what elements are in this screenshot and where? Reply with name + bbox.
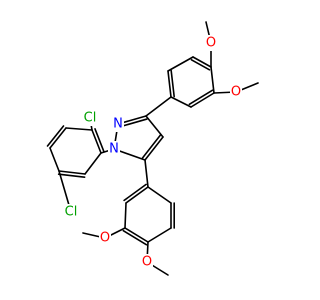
bond-B3-B4 (190, 58, 211, 71)
bond-D2-D3 (124, 202, 127, 229)
atom-label-background (112, 116, 124, 132)
bond-A2-A3 (65, 127, 93, 131)
bond-A3-A4 (49, 127, 67, 149)
atom-label-background (61, 204, 81, 220)
bond-C3-C4 (145, 115, 164, 138)
bond-C5-D1 (144, 159, 149, 188)
atom-label-background (230, 84, 242, 100)
atom-label-n1: N (109, 142, 119, 157)
bond-A4-A5 (49, 147, 60, 172)
atom-label-o2: O (231, 85, 241, 100)
atom-label-n2: N (113, 117, 123, 132)
bond-C3-B1 (145, 96, 172, 117)
atom-label-background (205, 35, 217, 51)
bond-A3-A4 (46, 125, 65, 147)
bond-A5-A6 (58, 170, 86, 175)
bond-D3-D4 (124, 227, 149, 243)
atom-label-cl1: Cl (84, 111, 97, 126)
atom-label-background (108, 141, 120, 157)
bond-A6-A1 (84, 152, 102, 175)
bond-A5-A6 (57, 173, 86, 178)
atom-label-background (141, 254, 153, 270)
bond-B3-B4 (192, 56, 212, 68)
atom-label-cl2: Cl (65, 205, 78, 220)
bond-layer (46, 21, 259, 276)
bond-B2-B3 (167, 56, 194, 72)
bond-C4-C5 (144, 136, 164, 161)
bond-D3-D4 (122, 229, 148, 246)
atom-label-o3: O (100, 231, 110, 246)
bond-D4-D5 (147, 227, 172, 243)
bond-B5-B6 (190, 92, 215, 108)
bond-D1-D2 (125, 186, 149, 204)
bond-D6-D1 (147, 186, 172, 204)
bond-C4-C5 (141, 134, 162, 159)
bond-B5-B6 (188, 89, 214, 106)
bond-A1-A2 (91, 129, 102, 154)
bond-D1-D2 (123, 183, 147, 202)
atom-label-o4: O (142, 255, 152, 270)
bond-B6-B1 (170, 96, 192, 108)
bond-B1-B2 (170, 69, 175, 98)
bond-A1-A2 (94, 128, 105, 153)
atom-label-background (80, 110, 100, 126)
atom-label-o1: O (206, 36, 216, 51)
bond-B4-B5 (210, 66, 215, 94)
atom-label-background (99, 230, 111, 246)
bond-B1-B2 (167, 70, 172, 98)
